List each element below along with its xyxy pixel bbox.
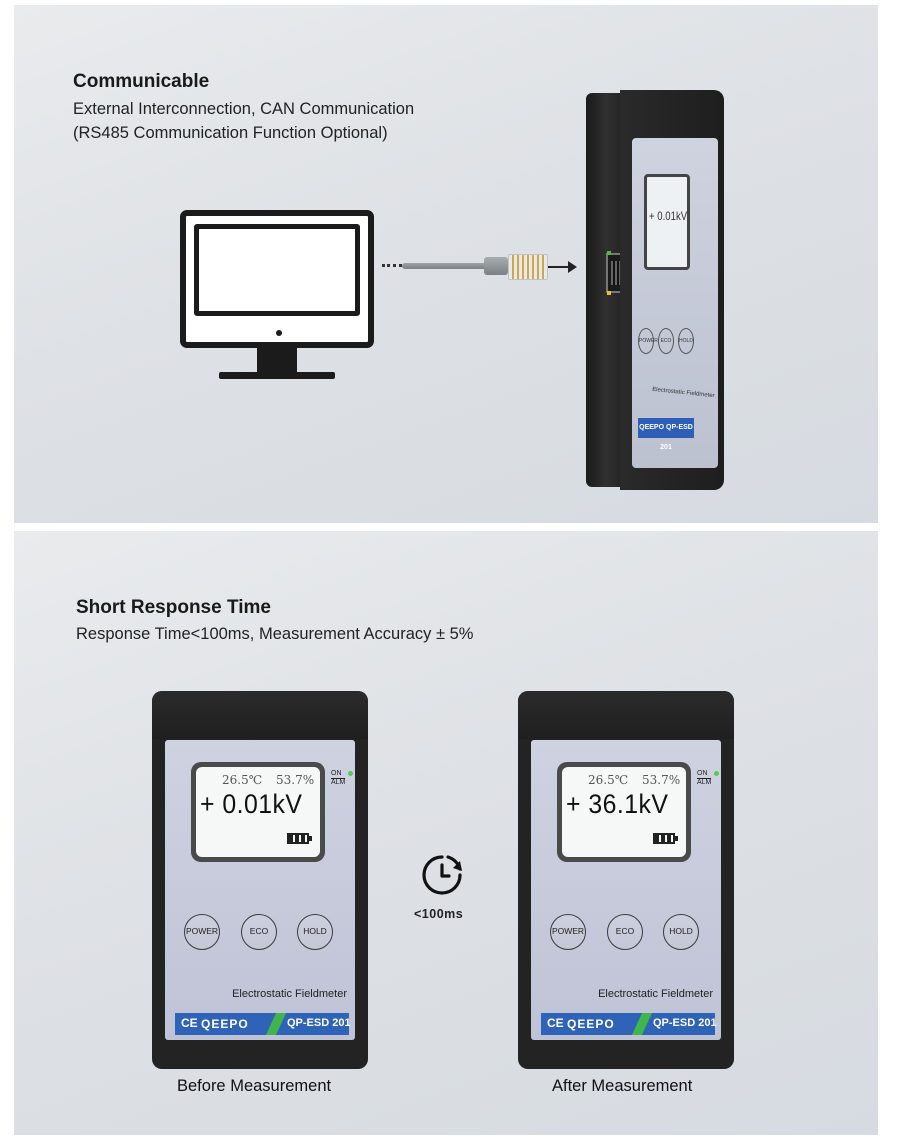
alarm-on-label: ON [331,770,346,779]
battery-tip [675,836,678,841]
eco-button: ECO [607,914,643,950]
alarm-alm-label: ALM [331,779,346,786]
lcd-bezel: 26.5℃ 53.7% + 36.1kV [557,762,691,862]
brand-slash-icon [631,1013,653,1035]
model-label: Electrostatic Fieldmeter [232,988,347,1000]
arrow-line [548,266,570,268]
side-power-button: POWER [638,328,658,354]
brand-name: QEEPO [201,1017,249,1031]
brand-slash-icon [265,1013,287,1035]
alarm-led [714,771,719,776]
fieldmeter-before: 26.5℃ 53.7% + 0.01kV ON ALM POWER ECO HO… [152,691,368,1069]
computer-monitor-icon [180,210,374,348]
temperature-readout: 26.5℃ [222,773,263,787]
lcd-display: 26.5℃ 53.7% + 36.1kV [562,767,686,857]
field-reading: + 0.01kV [200,789,303,819]
section-description: Response Time<100ms, Measurement Accurac… [76,625,474,643]
brand-bar: CE QEEPO QP-ESD 201 [175,1013,351,1035]
eco-button: ECO [241,914,277,950]
alarm-indicator-label: ON ALM [331,770,346,787]
device-display: + 0.01kV [644,174,690,270]
temperature-readout: 26.5℃ [588,773,629,787]
humidity-readout: 53.7% [642,773,681,787]
response-time-panel: Short Response Time Response Time<100ms,… [14,531,878,1135]
device-side [586,93,640,487]
brand-name: QEEPO [567,1017,615,1031]
alarm-led [348,771,353,776]
hold-button: HOLD [297,914,333,950]
section-description: External Interconnection, CAN Communicat… [73,100,415,118]
rj45-plug-icon [508,254,548,280]
device-reading: + 0.01kV [649,209,688,223]
humidity-readout: 53.7% [276,773,315,787]
model-number: QP-ESD 201 [287,1017,351,1029]
side-model-label: Electrostatic Fieldmeter [651,386,715,400]
monitor-screen [194,224,360,316]
meter-sensor-head [152,691,368,739]
device-faceplate: + 0.01kV POWER ECO HOLD Electrostatic Fi… [632,138,718,468]
hold-button: HOLD [663,914,699,950]
meter-sensor-head [518,691,734,739]
fieldmeter-side-view: + 0.01kV POWER ECO HOLD Electrostatic Fi… [586,90,724,490]
response-time-label: <100ms [414,907,464,921]
ce-mark: CE [547,1016,564,1030]
device-front: + 0.01kV POWER ECO HOLD Electrostatic Fi… [620,90,724,490]
battery-tip [309,836,312,841]
clock-icon [422,855,462,895]
monitor-base [219,372,335,379]
side-eco-button: ECO [658,328,674,354]
arrow-right-icon [568,261,577,273]
monitor-camera [276,330,282,336]
field-reading: + 36.1kV [566,789,669,819]
meter-faceplate: 26.5℃ 53.7% + 36.1kV ON ALM POWER ECO HO… [531,740,721,1040]
battery-icon [653,833,675,844]
battery-icon [287,833,309,844]
model-label: Electrostatic Fieldmeter [598,988,713,1000]
alarm-alm-label: ALM [697,779,712,786]
rj45-plug-boot [484,257,508,275]
alarm-indicator-label: ON ALM [697,770,712,787]
side-hold-button: HOLD [678,328,694,354]
port-led-green [607,251,611,255]
power-button: POWER [184,914,220,950]
fieldmeter-after: 26.5℃ 53.7% + 36.1kV ON ALM POWER ECO HO… [518,691,734,1069]
connection-dots [382,264,402,267]
lcd-display: 26.5℃ 53.7% + 0.01kV [196,767,320,857]
section-note: (RS485 Communication Function Optional) [73,124,388,142]
ethernet-cable [402,263,500,269]
communication-panel: Communicable External Interconnection, C… [14,5,878,523]
side-brand-bar: QEEPO QP-ESD 201 [638,418,694,451]
section-title: Short Response Time [76,597,271,618]
ce-mark: CE [181,1016,198,1030]
side-model-number: QP-ESD 201 [660,424,693,451]
model-number: QP-ESD 201 [653,1017,717,1029]
side-brand-name: QEEPO [639,424,665,431]
meter-faceplate: 26.5℃ 53.7% + 0.01kV ON ALM POWER ECO HO… [165,740,355,1040]
lcd-bezel: 26.5℃ 53.7% + 0.01kV [191,762,325,862]
section-title: Communicable [73,71,210,92]
before-caption: Before Measurement [177,1077,332,1095]
port-led-yellow [607,291,611,295]
power-button: POWER [550,914,586,950]
after-caption: After Measurement [552,1077,693,1095]
monitor-stand [257,346,297,374]
alarm-on-label: ON [697,770,712,779]
brand-bar: CE QEEPO QP-ESD 201 [541,1013,717,1035]
